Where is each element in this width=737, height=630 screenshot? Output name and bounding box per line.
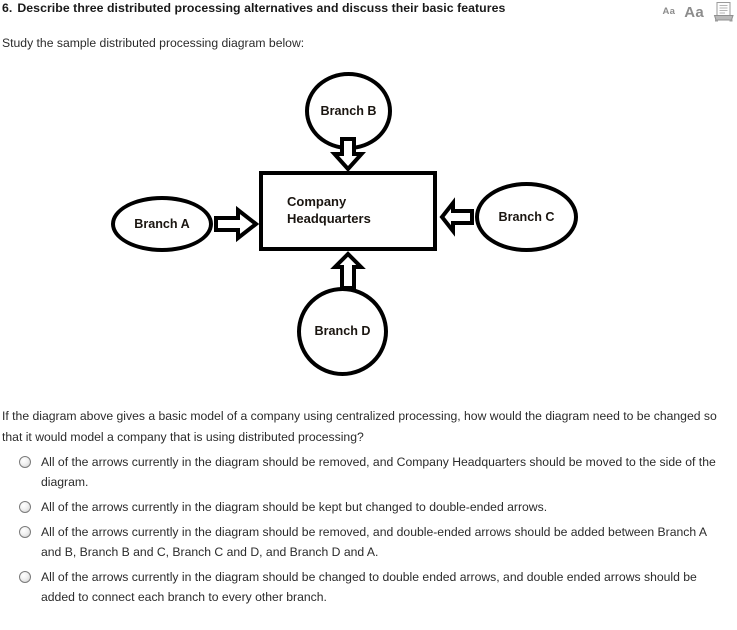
hq-line-1: Company bbox=[287, 194, 347, 210]
arrow-branch-d-to-hq-icon bbox=[330, 251, 366, 290]
question-header: 6. Describe three distributed processing … bbox=[0, 0, 737, 26]
option-c-label: All of the arrows currently in the diagr… bbox=[41, 525, 707, 559]
decrease-font-size-button[interactable]: Aa bbox=[662, 6, 676, 18]
arrow-branch-b-to-hq-icon bbox=[330, 137, 366, 172]
text-size-toolbar: Aa Aa bbox=[662, 0, 735, 24]
radio-button-option-d[interactable] bbox=[19, 571, 31, 583]
increase-font-size-button[interactable]: Aa bbox=[684, 3, 704, 21]
radio-button-option-b[interactable] bbox=[19, 501, 31, 513]
question-stem: If the diagram above gives a basic model… bbox=[2, 409, 717, 444]
question-number: 6. bbox=[2, 1, 13, 15]
branch-a-label: Branch A bbox=[134, 216, 190, 231]
radio-button-option-c[interactable] bbox=[19, 526, 31, 538]
intro-instruction: Study the sample distributed processing … bbox=[2, 36, 305, 50]
question-title-text: Describe three distributed processing al… bbox=[17, 1, 506, 15]
option-row-b[interactable]: All of the arrows currently in the diagr… bbox=[19, 497, 731, 517]
branch-c-label: Branch C bbox=[498, 209, 555, 224]
option-row-d[interactable]: All of the arrows currently in the diagr… bbox=[19, 567, 731, 607]
diagram-node-branch-c: Branch C bbox=[475, 182, 578, 252]
answer-options-list: All of the arrows currently in the diagr… bbox=[19, 452, 731, 612]
diagram-node-branch-a: Branch A bbox=[111, 196, 213, 252]
radio-button-option-a[interactable] bbox=[19, 456, 31, 468]
branch-b-label: Branch B bbox=[320, 103, 377, 118]
branch-d-label: Branch D bbox=[314, 324, 371, 339]
option-row-a[interactable]: All of the arrows currently in the diagr… bbox=[19, 452, 731, 492]
option-d-label: All of the arrows currently in the diagr… bbox=[41, 570, 697, 604]
page-title: 6. Describe three distributed processing … bbox=[2, 1, 505, 15]
arrow-branch-c-to-hq-icon bbox=[439, 197, 474, 237]
arrow-branch-a-to-hq-icon bbox=[214, 205, 260, 243]
diagram-node-branch-d: Branch D bbox=[297, 287, 388, 376]
option-row-c[interactable]: All of the arrows currently in the diagr… bbox=[19, 522, 731, 562]
hq-line-2: Headquarters bbox=[287, 211, 371, 226]
option-b-label: All of the arrows currently in the diagr… bbox=[41, 500, 548, 514]
option-a-label: All of the arrows currently in the diagr… bbox=[41, 455, 716, 489]
printer-icon[interactable] bbox=[713, 2, 735, 22]
